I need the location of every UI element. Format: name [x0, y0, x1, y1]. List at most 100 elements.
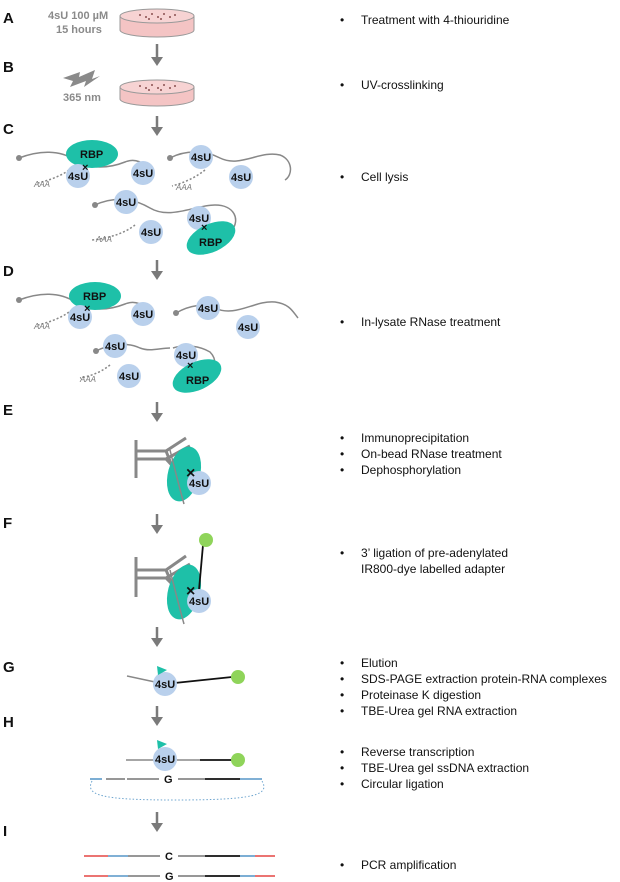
4su-nucleoside	[174, 343, 198, 367]
description-e-item-3: Dephosphorylation	[361, 463, 461, 477]
step-g-illustration: 4sU	[126, 666, 245, 696]
seq-g: G	[164, 774, 173, 786]
svg-text:4sU: 4sU	[191, 152, 211, 164]
svg-text:•: •	[340, 431, 344, 445]
svg-text:4sU: 4sU	[116, 197, 136, 209]
description-h-item-3: Circular ligation	[361, 777, 444, 791]
description-i-item-1: PCR amplification	[361, 858, 456, 872]
rbp-protein	[66, 140, 118, 168]
description-h: • Reverse transcription • TBE-Urea gel s…	[340, 745, 529, 791]
4su-nucleoside	[131, 161, 155, 185]
peptide-remnant	[157, 666, 167, 675]
uv-wavelength: 365 nm	[63, 92, 101, 104]
svg-text:4sU: 4sU	[189, 213, 209, 225]
svg-text:•: •	[340, 315, 344, 329]
step-c-illustration: AAA RBP 4sU × 4sU AAA 4sU 4sU AAA	[16, 140, 292, 255]
ir800-dye	[231, 670, 245, 684]
4su-nucleoside	[153, 747, 177, 771]
description-e-item-1: Immunoprecipitation	[361, 431, 469, 445]
svg-text:•: •	[340, 656, 344, 670]
svg-text:4sU: 4sU	[189, 478, 209, 490]
step-i-illustration: C G	[84, 851, 275, 882]
svg-text:•: •	[340, 688, 344, 702]
4su-nucleoside	[187, 206, 211, 230]
description-e-item-2: On-bead RNase treatment	[361, 447, 502, 461]
svg-text:×: ×	[187, 360, 193, 372]
rna-fragment: AAA RBP 4sU × 4sU	[16, 282, 155, 331]
4su-label: 4sU	[68, 171, 88, 183]
svg-text:•: •	[340, 761, 344, 775]
seq-c: C	[165, 851, 173, 863]
flow-arrows	[151, 44, 163, 832]
step-f-illustration: 4sU ×	[134, 533, 213, 625]
circular-ligation-path	[90, 780, 265, 801]
svg-text:4sU: 4sU	[155, 679, 175, 691]
4su-nucleoside	[114, 190, 138, 214]
pcr-strand-bottom: G	[84, 871, 275, 882]
svg-text:4sU: 4sU	[70, 312, 90, 324]
description-g-item-4: TBE-Urea gel RNA extraction	[361, 704, 517, 718]
rna-fragment: 4sU 4sU	[173, 296, 299, 339]
4su-nucleoside	[229, 165, 253, 189]
step-b-illustration: 365 nm	[63, 70, 195, 107]
description-c: • Cell lysis	[340, 170, 408, 184]
step-letter-c: C	[3, 121, 14, 138]
svg-text:4sU: 4sU	[141, 227, 161, 239]
treatment-concentration: 4sU 100 µM	[48, 10, 108, 22]
description-h-item-2: TBE-Urea gel ssDNA extraction	[361, 761, 529, 775]
seq-g: G	[165, 871, 174, 882]
arrow-down-icon	[151, 514, 163, 534]
lightning-icon	[63, 70, 100, 87]
step-letter-f: F	[3, 515, 12, 532]
step-letter-h: H	[3, 714, 14, 731]
svg-text:•: •	[340, 672, 344, 686]
svg-text:•: •	[340, 13, 344, 27]
4su-nucleoside	[153, 672, 177, 696]
pcr-strand-top: C	[84, 851, 275, 863]
svg-text:4sU: 4sU	[155, 754, 175, 766]
description-d-item-1: In-lysate RNase treatment	[361, 315, 501, 329]
step-descriptions: • Treatment with 4-thiouridine • UV-cros…	[340, 13, 607, 872]
arrow-down-icon	[151, 44, 163, 66]
petri-dish-icon	[119, 8, 195, 38]
4su-nucleoside	[68, 305, 92, 329]
svg-text:AAA: AAA	[33, 322, 50, 331]
step-letters: A B C D E F G H I	[3, 10, 15, 840]
arrow-down-icon	[151, 402, 163, 422]
description-a-item-1: Treatment with 4-thiouridine	[361, 13, 510, 27]
svg-text:4sU: 4sU	[238, 322, 258, 334]
svg-text:AAA: AAA	[95, 235, 112, 244]
description-f-item-2: IR800-dye labelled adapter	[361, 562, 505, 576]
step-a-illustration: 4sU 100 µM 15 hours	[48, 8, 195, 38]
step-letter-g: G	[3, 659, 15, 676]
rna-fragment: 4sU RBP ×	[172, 343, 222, 393]
svg-text:•: •	[340, 78, 344, 92]
svg-text:4sU: 4sU	[133, 168, 153, 180]
cdna-strand: G	[90, 774, 265, 801]
4su-nucleoside	[196, 296, 220, 320]
4su-nucleoside	[187, 471, 211, 495]
svg-text:AAA: AAA	[33, 180, 50, 189]
svg-text:AAA: AAA	[175, 183, 192, 192]
peptide-remnant	[157, 740, 167, 749]
4su-nucleoside	[236, 315, 260, 339]
rna-molecule: AAA 4sU 4sU	[167, 145, 292, 192]
adapter-strand	[198, 544, 204, 591]
svg-text:RBP: RBP	[199, 237, 222, 249]
arrow-down-icon	[151, 116, 163, 136]
description-e: • Immunoprecipitation • On-bead RNase tr…	[340, 431, 502, 477]
description-f-item-1: 3’ ligation of pre-adenylated	[361, 546, 508, 560]
svg-text:4sU: 4sU	[176, 350, 196, 362]
arrow-down-icon	[151, 706, 163, 726]
svg-text:4sU: 4sU	[133, 309, 153, 321]
arrow-down-icon	[151, 627, 163, 647]
svg-text:•: •	[340, 858, 344, 872]
ir800-dye	[199, 533, 213, 547]
4su-nucleoside	[103, 334, 127, 358]
description-b: • UV-crosslinking	[340, 78, 444, 92]
svg-text:4sU: 4sU	[231, 172, 251, 184]
step-e-illustration: 4sU ×	[134, 436, 211, 505]
step-d-illustration: AAA RBP 4sU × 4sU 4sU 4sU AAA 4sU 4sU	[16, 282, 299, 393]
4su-nucleoside	[139, 220, 163, 244]
